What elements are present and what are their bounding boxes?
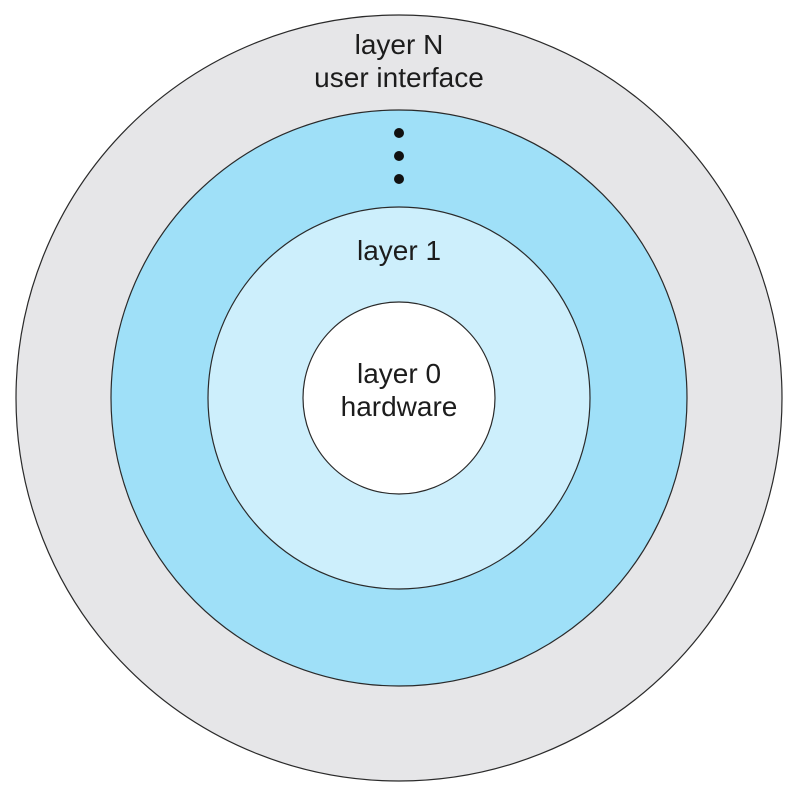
layer-0-subtitle: hardware: [341, 391, 458, 422]
layer-n-title: layer N: [355, 29, 444, 60]
core-layer-0: [302, 301, 496, 495]
layer-n-subtitle: user interface: [314, 62, 484, 93]
ellipsis-dots-icon: [394, 128, 404, 184]
layer-1-title: layer 1: [357, 235, 441, 266]
layer-0-title: layer 0: [357, 358, 441, 389]
